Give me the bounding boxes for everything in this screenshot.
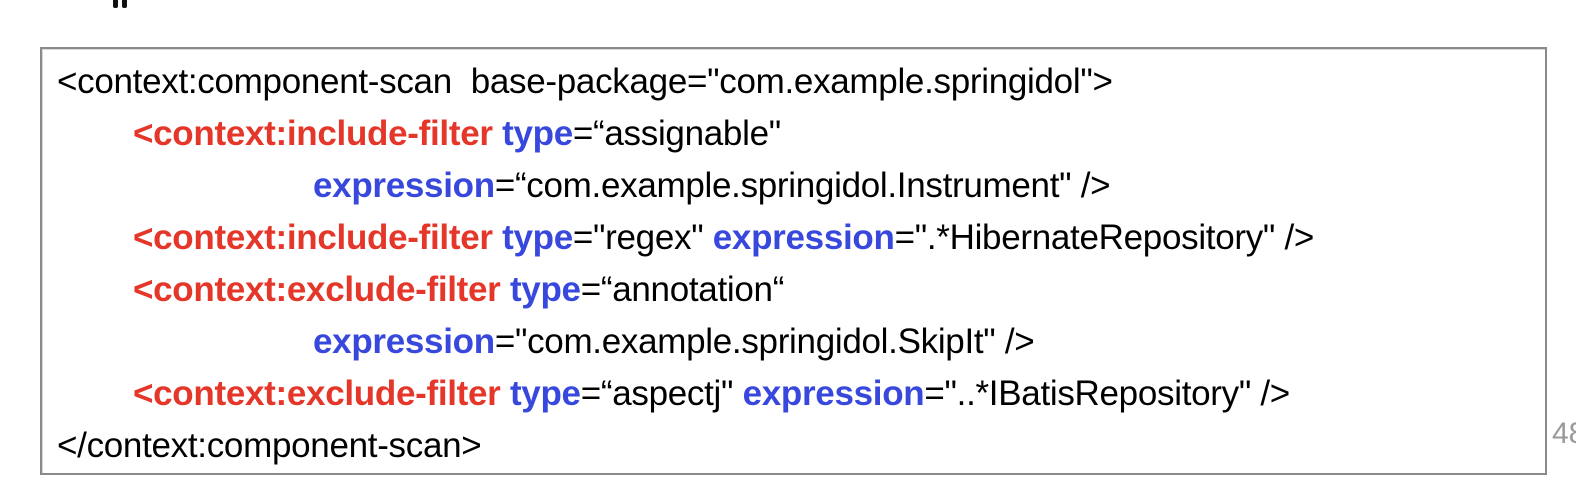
xml-tag-text: <context:include-filter [133, 114, 493, 153]
code-text: =“com.example.springidol.Instrument" /> [494, 166, 1111, 205]
xml-attribute-text: type [502, 114, 573, 153]
code-text [493, 114, 502, 153]
clipped-text-fragment [113, 0, 129, 8]
code-text: ="regex" [572, 218, 713, 257]
code-text [501, 270, 510, 309]
slide-page-number: 48 [1552, 417, 1576, 450]
code-text [501, 374, 510, 413]
xml-attribute-text: expression [313, 166, 495, 205]
code-block: <context:component-scan base-package="co… [57, 56, 1545, 472]
xml-attribute-text: expression [313, 322, 495, 361]
code-line: <context:exclude-filter type=“aspectj" e… [57, 368, 1545, 420]
xml-attribute-text: expression [742, 374, 925, 413]
code-text: ="..*IBatisRepository" /> [924, 374, 1290, 413]
code-text: </context:component-scan> [57, 426, 482, 465]
code-text: =“aspectj" [580, 374, 743, 413]
xml-code-panel: <context:component-scan base-package="co… [40, 47, 1547, 475]
code-line: <context:include-filter type="regex" exp… [57, 212, 1545, 264]
code-text: =“annotation“ [580, 270, 785, 309]
code-line: <context:exclude-filter type=“annotation… [57, 264, 1545, 316]
xml-attribute-text: type [509, 270, 581, 309]
xml-attribute-text: type [502, 218, 573, 257]
xml-tag-text: <context:include-filter [133, 218, 493, 257]
code-line: expression="com.example.springidol.SkipI… [57, 316, 1545, 368]
code-line: </context:component-scan> [57, 420, 1545, 472]
code-text [493, 218, 502, 257]
code-line: <context:component-scan base-package="co… [57, 56, 1545, 108]
xml-tag-text: <context:exclude-filter [133, 374, 501, 413]
xml-attribute-text: type [509, 374, 581, 413]
code-line: expression=“com.example.springidol.Instr… [57, 160, 1545, 212]
code-text: =".*HibernateRepository" /> [894, 218, 1315, 257]
xml-tag-text: <context:exclude-filter [133, 270, 501, 309]
xml-attribute-text: expression [712, 218, 895, 257]
clipped-glyph-mark [113, 0, 118, 8]
code-text: <context:component-scan base-package="co… [57, 62, 1113, 101]
code-text: ="com.example.springidol.SkipIt" /> [494, 322, 1035, 361]
code-line: <context:include-filter type=“assignable… [57, 108, 1545, 160]
code-text: =“assignable" [572, 114, 781, 153]
clipped-glyph-mark [122, 0, 127, 8]
